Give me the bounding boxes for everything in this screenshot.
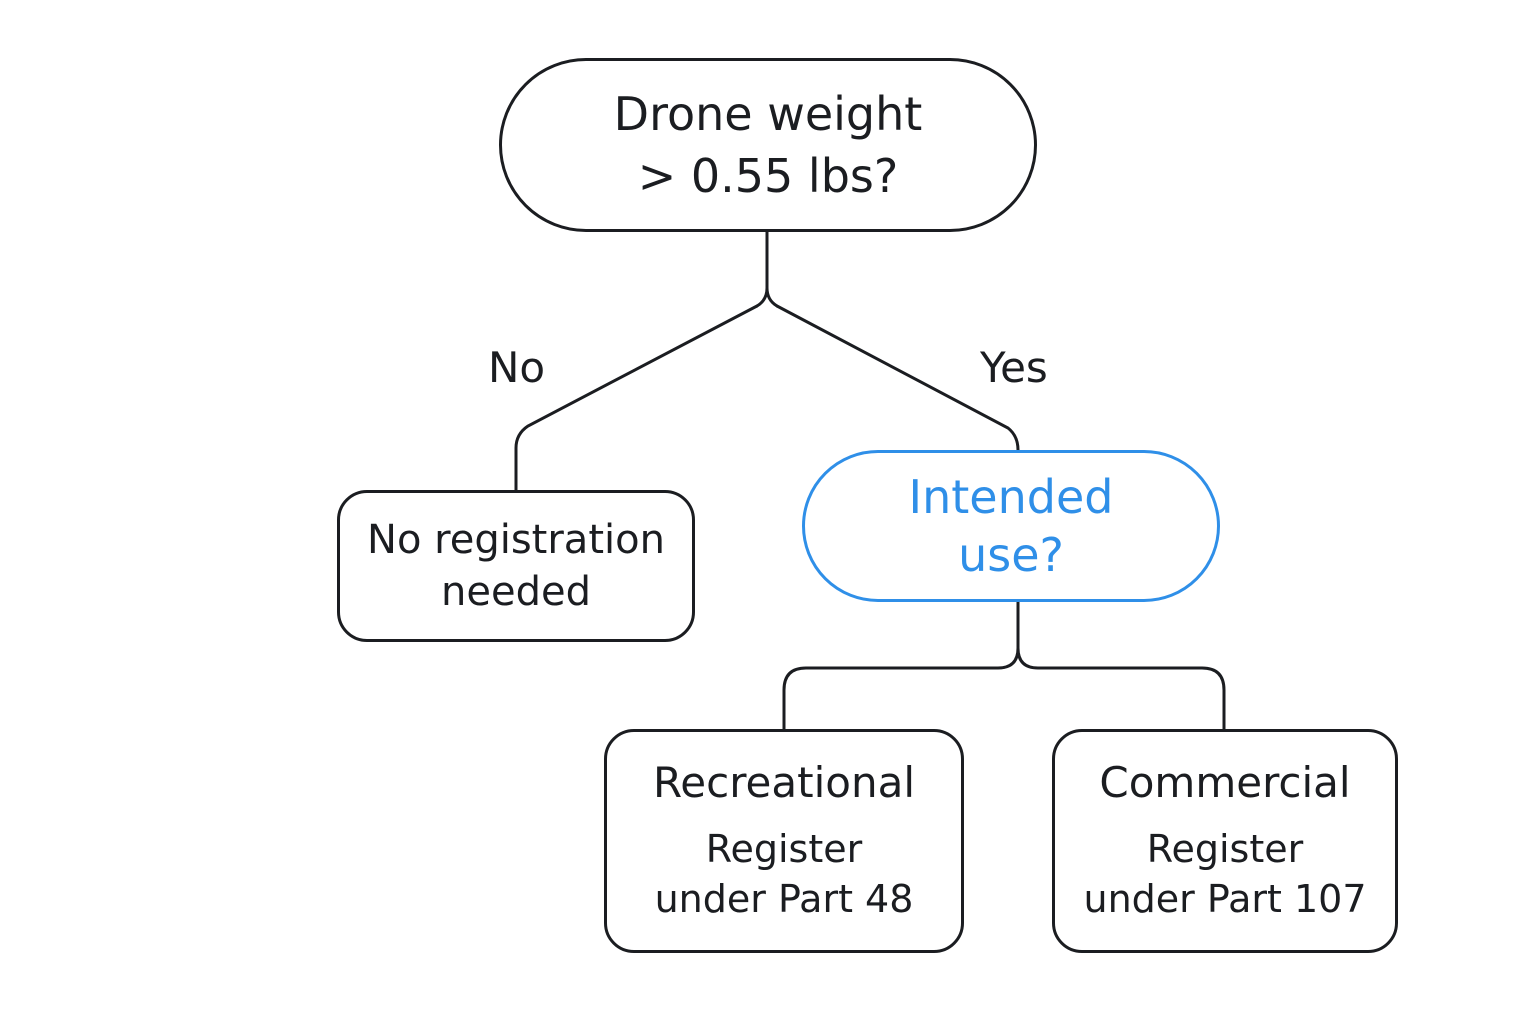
connector-yes-branch [775, 304, 1020, 452]
connector-intended-stem [782, 600, 1020, 731]
no-registration-line2: needed [441, 569, 591, 615]
no-registration-line1: No registration [367, 517, 665, 563]
weight-question-node: Drone weight > 0.55 lbs? [499, 58, 1037, 232]
weight-question-line1: Drone weight [613, 87, 923, 141]
recreational-line2: under Part 48 [654, 877, 914, 921]
connector-no-branch [514, 304, 759, 492]
intended-use-node: Intended use? [802, 450, 1220, 602]
no-registration-node: No registration needed [337, 490, 695, 642]
commercial-line2: under Part 107 [1083, 877, 1367, 921]
commercial-line1: Register [1146, 827, 1304, 871]
recreational-title: Recreational [652, 758, 915, 807]
recreational-node: Recreational Register under Part 48 [604, 729, 964, 953]
intended-use-line2: use? [958, 528, 1064, 582]
connector-commercial-branch [1016, 646, 1226, 731]
connector-root-stem [755, 230, 769, 308]
intended-use-line1: Intended [908, 470, 1114, 524]
branch-label-no: No [488, 343, 546, 392]
recreational-line1: Register [705, 827, 863, 871]
branch-label-yes: Yes [980, 343, 1048, 392]
commercial-node: Commercial Register under Part 107 [1052, 729, 1398, 953]
weight-question-line2: > 0.55 lbs? [637, 149, 899, 203]
commercial-title: Commercial [1099, 758, 1351, 807]
connector-root-fork [765, 286, 779, 308]
